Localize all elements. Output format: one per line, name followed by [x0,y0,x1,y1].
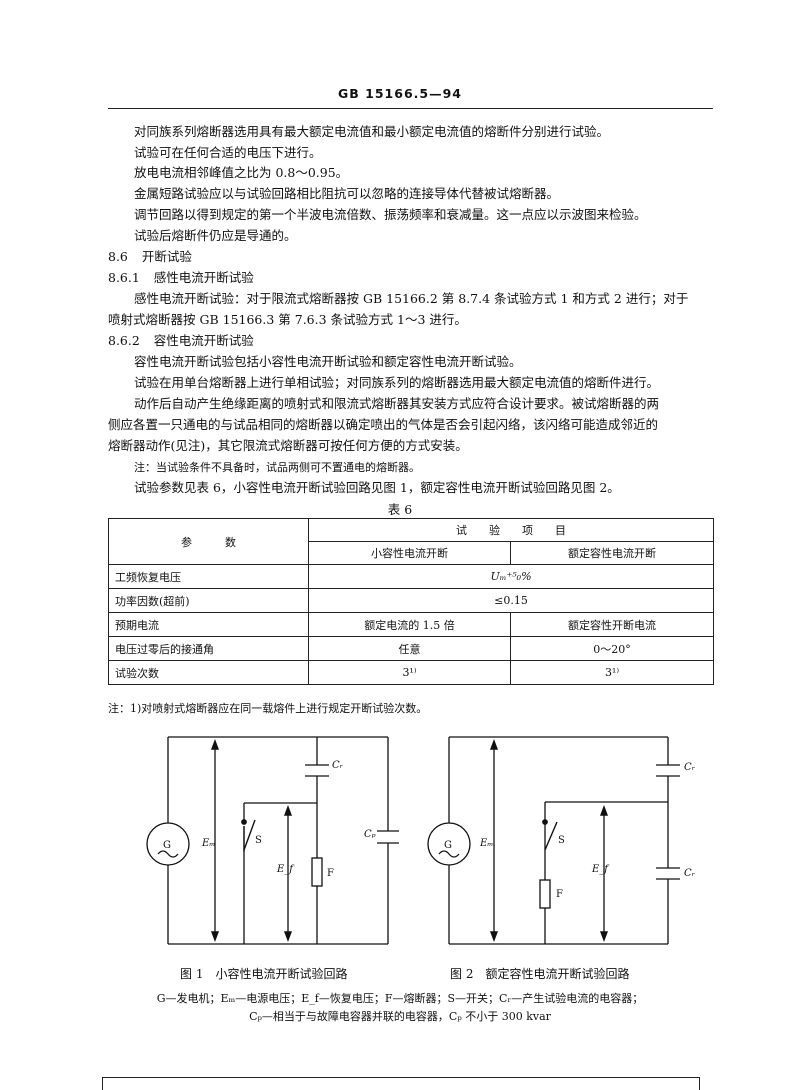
table-row: 电压过零后的接通角 任意 0～20° [108,636,714,661]
fuse-icon [539,879,551,909]
paragraph: 试验可在任何合适的电压下进行。 [134,145,322,160]
generator-icon [146,822,190,866]
paragraph: 对同族系列熔断器选用具有最大额定电流值和最小额定电流值的熔断件分别进行试验。 [134,124,610,139]
ef-label: E_f [591,864,610,875]
paragraph: 喷射式熔断器按 GB 15166.3 第 7.6.3 条试验方式 1～3 进行。 [108,312,467,327]
note: 注：当试验条件不具备时，试品两侧可不置通电的熔断器。 [134,461,420,474]
group-header: 试 验 项 目 [308,518,714,542]
table-caption: 表 6 [387,502,413,517]
em-label: Eₘ [201,838,215,849]
table-row: 试验次数 3¹⁾ 3¹⁾ [108,660,714,685]
section-heading-8-6-2: 8.6.2 容性电流开断试验 [108,333,254,349]
cr-label: Cᵣ [332,760,344,771]
section-title: 开断试验 [141,249,192,264]
param-cell: 功率因数(超前) [108,588,309,613]
value-cell: ≤0.15 [308,588,714,613]
generator-label: G [444,840,452,851]
value-cell: 0～20° [510,636,714,661]
switch-label: S [558,835,565,846]
section-heading-8-6: 8.6 开断试验 [108,249,192,265]
paragraph: 熔断器动作(见注)，其它限流式熔断器可按任何方便的方式安装。 [108,438,468,453]
paragraph: 侧应各置一只通电的与试品相同的熔断器以确定喷出的气体是否会引起闪络，该闪络可能造… [108,417,659,432]
fuse-label: F [556,889,563,900]
value-cell: 3¹⁾ [308,660,511,685]
switch-label: S [255,835,262,846]
paragraph: 感性电流开断试验：对于限流式熔断器按 GB 15166.2 第 8.7.4 条试… [134,291,689,306]
table-row: 功率因数(超前) ≤0.15 [108,588,714,613]
section-title: 感性电流开断试验 [153,270,254,285]
em-label: Eₘ [479,838,493,849]
paragraph: 金属短路试验应以与试验回路相比阻抗可以忽略的连接导体代替被试熔断器。 [134,186,560,201]
fuse-label: F [327,868,334,879]
figure-2-caption: 图 2 额定容性电流开断试验回路 [450,967,630,981]
paragraph: 容性电流开断试验包括小容性电流开断试验和额定容性电流开断试验。 [134,354,522,369]
section-number: 8.6.1 [108,270,140,285]
figure-legend: Cₚ—相当于与故障电容器并联的电容器，Cₚ 不小于 300 kvar [249,1010,551,1023]
paragraph: 调节回路以得到规定的第一个半波电流倍数、振荡频率和衰减量。这一点应以示波图来检验… [134,207,647,222]
figure-1-caption: 图 1 小容性电流开断试验回路 [180,967,348,981]
table-subheader-row: 小容性电流开断 额定容性电流开断 [109,541,714,565]
col1-header: 小容性电流开断 [308,541,511,565]
table-footnote: 注：1)对喷射式熔断器应在同一载熔件上进行规定开断试验次数。 [108,702,428,715]
value-cell: 额定容性开断电流 [510,612,714,637]
ef-label: E_f [276,864,295,875]
cp-label: Cₚ [364,829,376,840]
figure-legend: G—发电机；Eₘ—电源电压；E_f—恢复电压；F—熔断器；S—开关；Cᵣ—产生试… [156,992,644,1005]
table-6: 参 数 试 验 项 目 小容性电流开断 额定容性电流开断 工频恢复电压 Uₘ⁺⁵… [108,518,714,685]
header-rule [108,108,713,109]
section-number: 8.6.2 [108,333,140,348]
value-cell: 任意 [308,636,511,661]
section-heading-8-6-1: 8.6.1 感性电流开断试验 [108,270,254,286]
document-header-id: GB 15166.5—94 [338,86,462,101]
param-cell: 电压过零后的接通角 [108,636,309,661]
figure-1-circuit [146,736,399,945]
table-row: 工频恢复电压 Uₘ⁺⁵₀% [108,564,714,589]
table-header-row: 参 数 试 验 项 目 [108,518,714,565]
section-number: 8.6 [108,249,128,264]
paragraph: 放电电流相邻峰值之比为 0.8～0.95。 [134,165,349,180]
paragraph: 试验在用单台熔断器上进行单相试验；对同族系列的熔断器选用最大额定电流值的熔断件进… [134,375,660,390]
cr-label: Cᵣ [684,762,696,773]
param-cell: 工频恢复电压 [108,564,309,589]
figure-2-circuit [427,736,680,945]
section-title: 容性电流开断试验 [153,333,254,348]
generator-icon [427,822,471,866]
value-cell: 3¹⁾ [510,660,714,685]
next-page-box [102,1077,700,1090]
paragraph: 试验参数见表 6，小容性电流开断试验回路见图 1，额定容性电流开断试验回路见图 … [134,480,620,495]
paragraph: 试验后熔断件仍应是导通的。 [134,228,297,243]
fuse-icon [311,857,323,887]
paragraph: 动作后自动产生绝缘距离的喷射式和限流式熔断器其安装方式应符合设计要求。被试熔断器… [134,396,660,411]
value-cell: Uₘ⁺⁵₀% [308,564,714,589]
generator-label: G [163,840,171,851]
cr2-label: Cᵣ [684,868,696,879]
